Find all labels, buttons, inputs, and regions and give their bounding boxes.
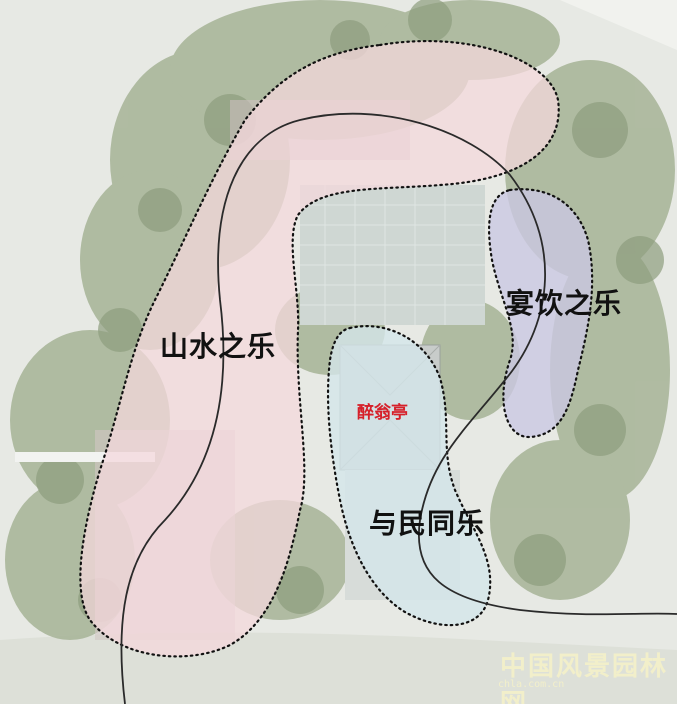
zone-yumin-boundary [326,325,492,627]
zone-label-shanshui: 山水之乐 [160,330,277,363]
landmark-label-zuiweng-pavilion: 醉翁亭 [357,403,408,423]
zone-shanshui-area [80,41,559,657]
central-courtyard [300,185,485,325]
watermark-url: chla.com.cn [498,679,565,690]
zone-yumin-area [328,326,491,626]
courtyard-paving-grid [300,185,485,325]
watermark: 中国风景园林网 chla.com.cn [478,646,668,704]
zone-yanyin-boundary [487,188,594,439]
zone-shanshui-boundary [79,40,560,658]
road-corner [560,0,677,50]
zone-label-yumin: 与民同乐 [369,507,486,540]
zone-label-yanyin: 宴饮之乐 [506,287,623,320]
covered-walkway [15,452,155,462]
watermark-title: 中国风景园林网 [500,652,669,704]
tour-route-line [120,112,677,704]
zone-boundaries [79,40,594,658]
